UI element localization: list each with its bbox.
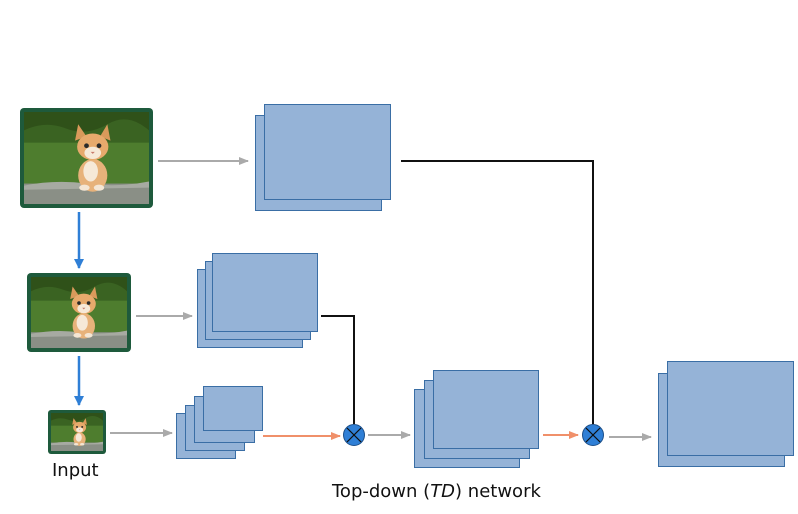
multiply-icon <box>343 424 365 446</box>
td-network-label: Top-down (TD) network <box>332 481 541 502</box>
connector-medium-to-multiply-1 <box>321 315 355 424</box>
feature-stack-medium <box>197 253 318 348</box>
cat-photo-icon <box>31 277 127 348</box>
cat-photo-icon <box>51 413 103 451</box>
cat-photo-small <box>48 410 106 454</box>
td-label-prefix: Top-down ( <box>332 481 431 502</box>
connector-large-to-multiply-2 <box>401 160 594 424</box>
cat-photo-icon <box>24 112 149 204</box>
feature-stack-td-1 <box>414 370 539 468</box>
td-label-suffix: ) network <box>455 481 541 502</box>
feature-stack-large <box>255 104 391 211</box>
feature-stack-small <box>176 386 263 459</box>
multiply-icon <box>582 424 604 446</box>
cat-photo-medium <box>27 273 131 352</box>
td-label-italic: TD <box>430 481 456 502</box>
input-label: Input <box>52 460 99 481</box>
feature-stack-output <box>658 361 794 467</box>
cat-photo-large <box>20 108 153 208</box>
